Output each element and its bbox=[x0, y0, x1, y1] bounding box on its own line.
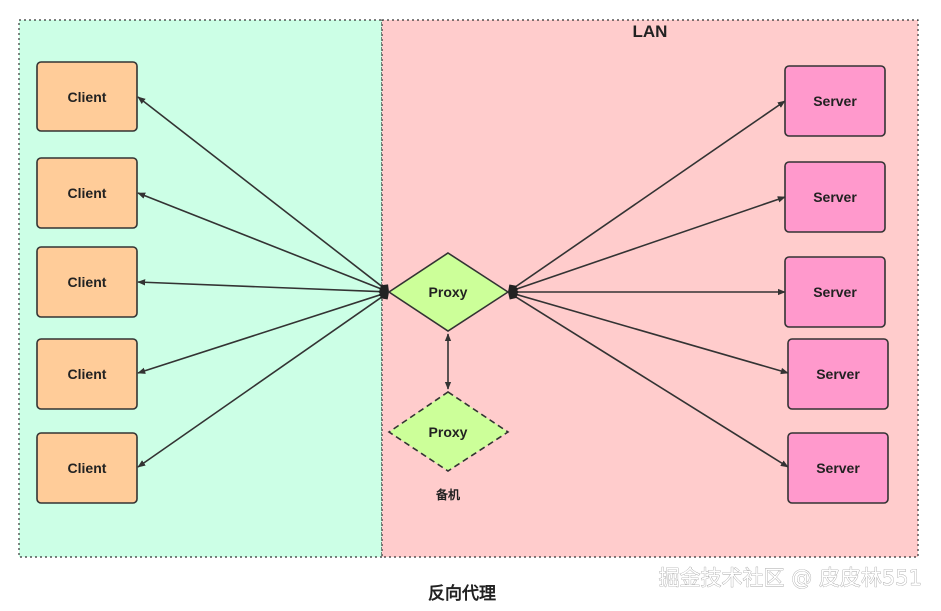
backup-proxy-caption: 备机 bbox=[435, 487, 460, 502]
edge-proxy-client-2 bbox=[137, 192, 390, 296]
client-node: Client bbox=[36, 338, 138, 410]
diagram-caption: 反向代理 bbox=[428, 583, 496, 604]
backup-proxy-label: Proxy bbox=[429, 424, 468, 440]
edge-proxy-server-5 bbox=[507, 290, 789, 468]
client-box bbox=[36, 157, 138, 229]
server-node: Server bbox=[784, 161, 886, 233]
client-node: Client bbox=[36, 432, 138, 504]
watermark-text: 掘金技术社区 @ 皮皮林551 bbox=[659, 566, 922, 590]
edges bbox=[137, 96, 789, 468]
server-label: Server bbox=[813, 189, 857, 205]
client-node: Client bbox=[36, 157, 138, 229]
edge-proxy-server-2 bbox=[507, 196, 786, 296]
edge-proxy-client-5 bbox=[137, 290, 390, 468]
server-node: Server bbox=[787, 432, 889, 504]
server-label: Server bbox=[813, 93, 857, 109]
server-label: Server bbox=[816, 460, 860, 476]
client-label: Client bbox=[68, 185, 107, 201]
server-node: Server bbox=[784, 256, 886, 328]
server-box bbox=[787, 432, 889, 504]
client-box bbox=[36, 61, 138, 132]
lan-label: LAN bbox=[633, 22, 668, 41]
client-box bbox=[36, 246, 138, 318]
server-label: Server bbox=[816, 366, 860, 382]
client-node: Client bbox=[36, 246, 138, 318]
client-label: Client bbox=[68, 89, 107, 105]
client-box bbox=[36, 338, 138, 410]
proxy-diamond bbox=[387, 252, 510, 332]
client-node: Client bbox=[36, 61, 138, 132]
server-box bbox=[784, 256, 886, 328]
server-node: Server bbox=[787, 338, 889, 410]
proxy-label: Proxy bbox=[429, 284, 468, 300]
backup-proxy-diamond bbox=[387, 391, 510, 472]
server-box bbox=[787, 338, 889, 410]
client-label: Client bbox=[68, 460, 107, 476]
server-box bbox=[784, 161, 886, 233]
client-box bbox=[36, 432, 138, 504]
backup-proxy-node: Proxy 备机 bbox=[387, 391, 510, 502]
client-label: Client bbox=[68, 366, 107, 382]
client-label: Client bbox=[68, 274, 107, 290]
proxy-node: Proxy bbox=[387, 252, 510, 332]
server-node: Server bbox=[784, 65, 886, 137]
server-label: Server bbox=[813, 284, 857, 300]
server-box bbox=[784, 65, 886, 137]
